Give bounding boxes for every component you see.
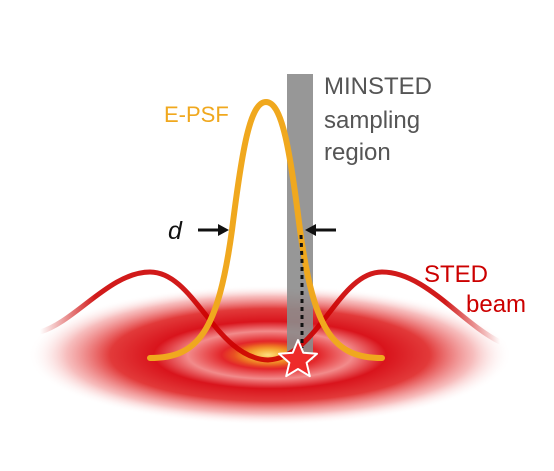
minsted-label-line1: MINSTED <box>324 73 432 100</box>
emitter-dashed-line <box>299 234 304 348</box>
width-d-label: d <box>168 217 183 245</box>
epsf-label: E-PSF <box>164 102 229 127</box>
minsted-label-line2: sampling <box>324 107 420 134</box>
arrow-right-head <box>305 224 316 236</box>
sted-label-line2: beam <box>466 291 526 318</box>
sted-label-line1: STED <box>424 261 488 288</box>
star-icon <box>278 339 318 378</box>
minsted-label-line3: region <box>324 139 391 166</box>
epsf-profile <box>147 98 385 361</box>
arrow-left-head <box>218 224 229 236</box>
